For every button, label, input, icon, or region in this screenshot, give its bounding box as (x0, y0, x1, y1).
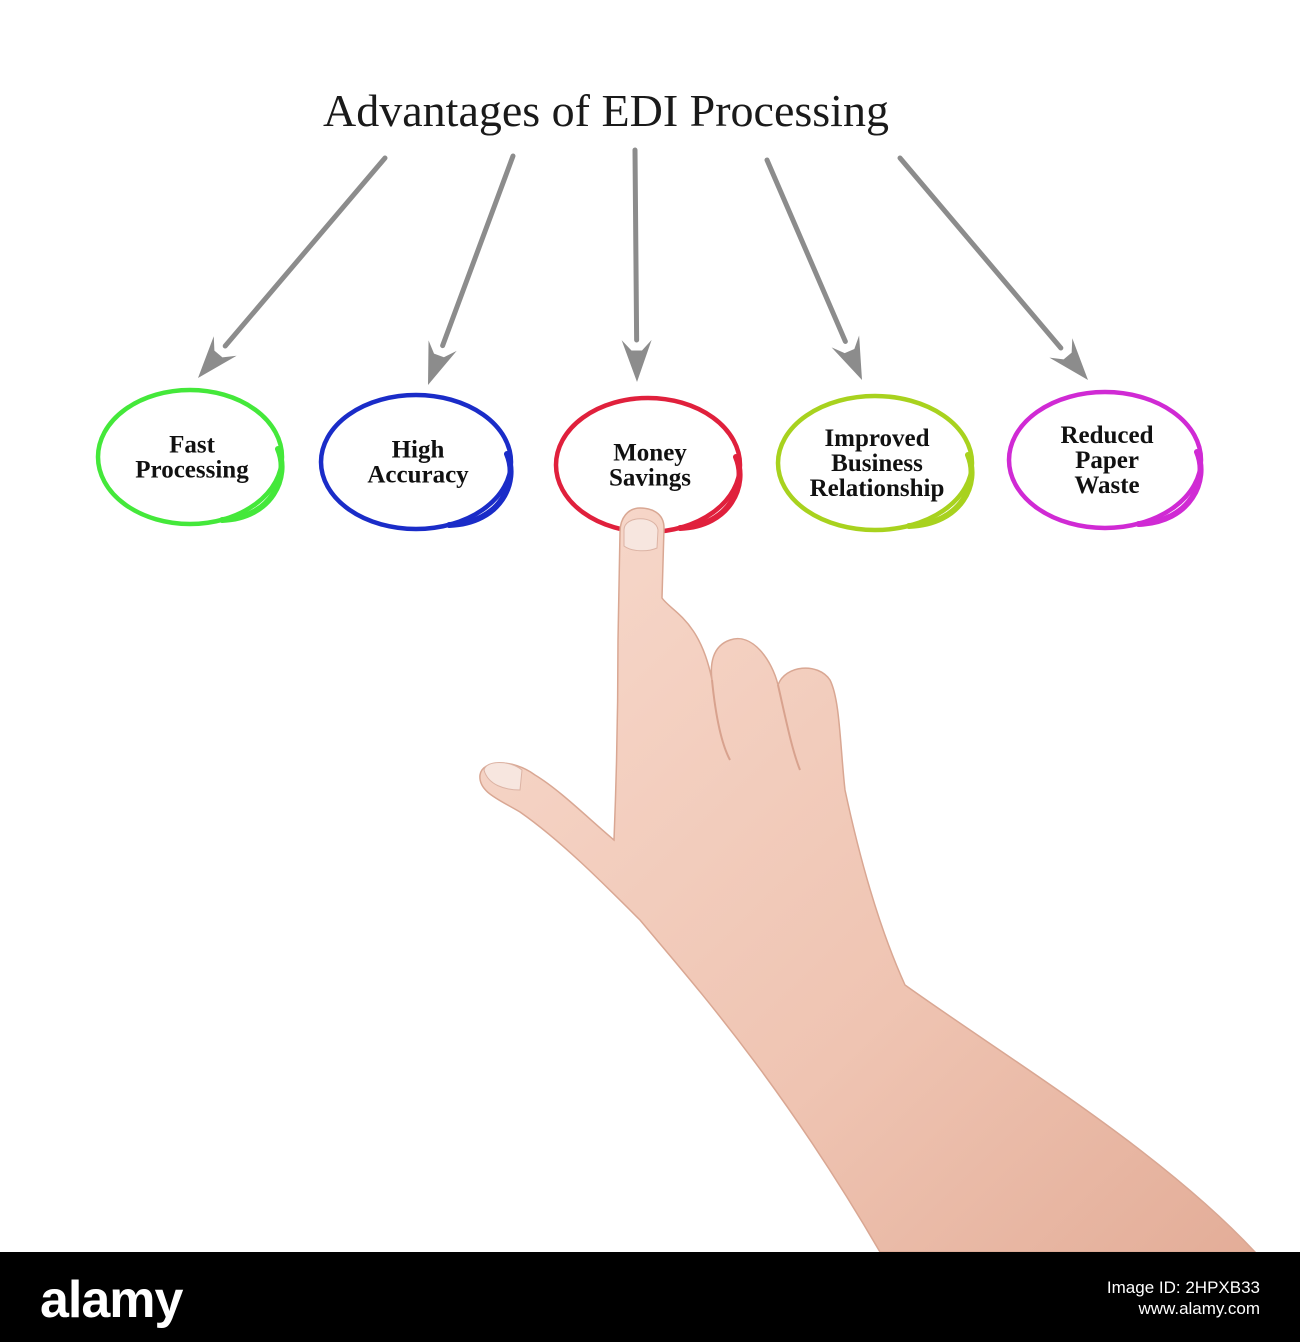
diagram-title: Advantages of EDI Processing (323, 85, 889, 136)
node-ellipse-stroke (446, 451, 514, 528)
arrowhead (198, 336, 237, 378)
node-ellipse-stroke (1135, 449, 1204, 527)
arrow-shaft (897, 155, 1064, 351)
node-label-line: Money (613, 440, 687, 467)
node-ellipse-stroke (219, 446, 285, 523)
watermark-info: Image ID: 2HPXB33 www.alamy.com (1107, 1277, 1260, 1319)
node-label-line: Relationship (810, 475, 945, 502)
node-label-line: Business (831, 450, 923, 477)
pointing-hand-illustration (479, 507, 1257, 1253)
node-label-line: Improved (824, 425, 929, 452)
arrow-2 (428, 153, 516, 385)
node-label-line: Fast (169, 432, 216, 459)
arrowhead (831, 335, 862, 380)
arrow-shaft (632, 147, 640, 343)
watermark-logo: alamy (40, 1271, 183, 1329)
arrow-shaft (440, 153, 516, 349)
watermark-url: www.alamy.com (1138, 1299, 1260, 1318)
arrow-4 (764, 157, 862, 380)
node-label-line: Savings (609, 465, 691, 492)
node-ellipse-stroke (677, 454, 743, 531)
arrowhead (621, 339, 652, 382)
arrows (198, 147, 1088, 385)
node-label-line: High (392, 437, 445, 464)
node-label-line: Accuracy (367, 462, 469, 489)
arrow-shaft (764, 157, 848, 344)
node-label-line: Reduced (1060, 422, 1153, 449)
arrow-shaft (222, 155, 388, 349)
arrow-3 (621, 147, 652, 382)
node-ellipse-stroke (905, 452, 975, 529)
node-label-line: Processing (135, 457, 249, 484)
nodes: FastProcessingHighAccuracyMoneySavingsIm… (95, 387, 1204, 535)
watermark-image-id: Image ID: 2HPXB33 (1106, 1278, 1260, 1297)
arrowhead (428, 340, 457, 385)
node-label-line: Paper (1075, 447, 1139, 474)
arrow-1 (198, 155, 388, 378)
node-label-line: Waste (1074, 472, 1139, 499)
arrowhead (1049, 338, 1088, 380)
arrow-5 (897, 155, 1088, 380)
watermark-bar (0, 1252, 1300, 1342)
